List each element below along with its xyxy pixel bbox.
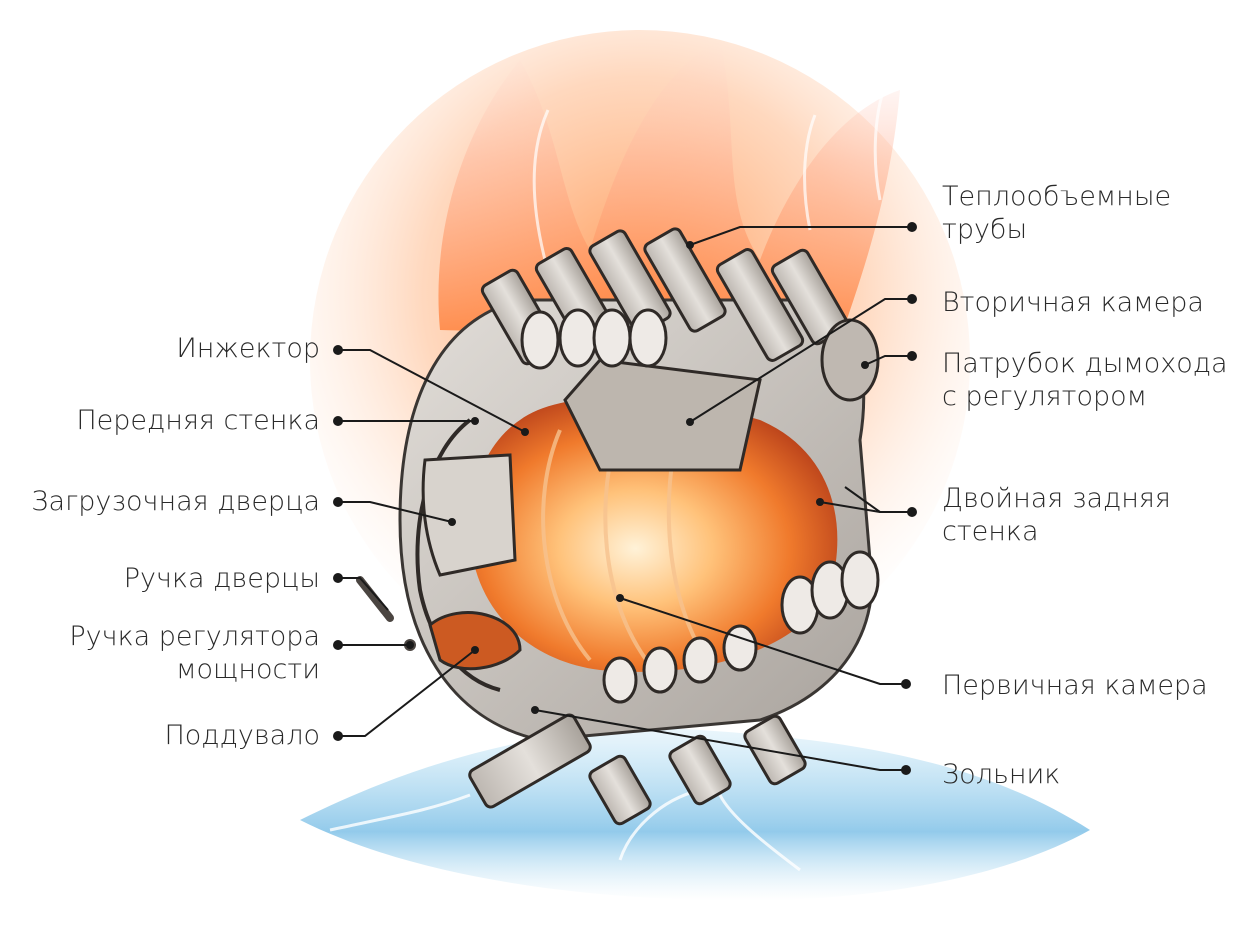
dot	[907, 294, 917, 304]
pipe-end	[630, 310, 666, 366]
label-heat-pipes: Теплообъемные трубы	[942, 180, 1171, 246]
dot	[861, 361, 869, 369]
door-handle	[360, 580, 390, 618]
pipe-end	[842, 552, 878, 608]
loading-door	[423, 455, 515, 575]
dot	[531, 706, 539, 714]
dot	[333, 416, 343, 426]
dot	[686, 418, 694, 426]
label-ash-blower: Поддувало	[164, 719, 320, 752]
dot	[901, 679, 911, 689]
pipe-end	[560, 310, 596, 366]
dot	[901, 765, 911, 775]
label-ash-pan: Зольник	[942, 758, 1060, 791]
dot	[333, 573, 343, 583]
dot	[521, 428, 529, 436]
dot	[448, 518, 456, 526]
pipe-end	[724, 626, 756, 670]
dot	[471, 646, 479, 654]
pipe-end	[644, 648, 676, 692]
label-primary-chamber: Первичная камера	[942, 669, 1208, 702]
pipe-end	[604, 658, 636, 702]
dot	[471, 417, 479, 425]
label-rear-wall: Двойная задняя стенка	[942, 482, 1171, 548]
dot	[686, 241, 694, 249]
pipe-end	[684, 638, 716, 682]
dot	[333, 497, 343, 507]
label-loading-door: Загрузочная дверца	[31, 485, 320, 518]
dot	[907, 507, 917, 517]
pipe-end	[522, 312, 558, 368]
dot	[616, 594, 624, 602]
label-chimney: Патрубок дымохода с регулятором	[942, 347, 1228, 413]
dot	[816, 498, 824, 506]
label-injector: Инжектор	[176, 332, 320, 365]
label-power-handle: Ручка регулятора мощности	[69, 620, 320, 686]
dot	[907, 351, 917, 361]
chimney-pipe	[822, 320, 878, 400]
label-door-handle: Ручка дверцы	[124, 562, 320, 595]
label-secondary-chamber: Вторичная камера	[942, 286, 1204, 319]
dot	[333, 345, 343, 355]
pipe-end	[594, 310, 630, 366]
dot	[406, 641, 414, 649]
secondary-chamber-block	[565, 360, 760, 470]
dot	[907, 222, 917, 232]
label-front-wall: Передняя стенка	[76, 404, 320, 437]
dot	[333, 640, 343, 650]
dot	[333, 731, 343, 741]
